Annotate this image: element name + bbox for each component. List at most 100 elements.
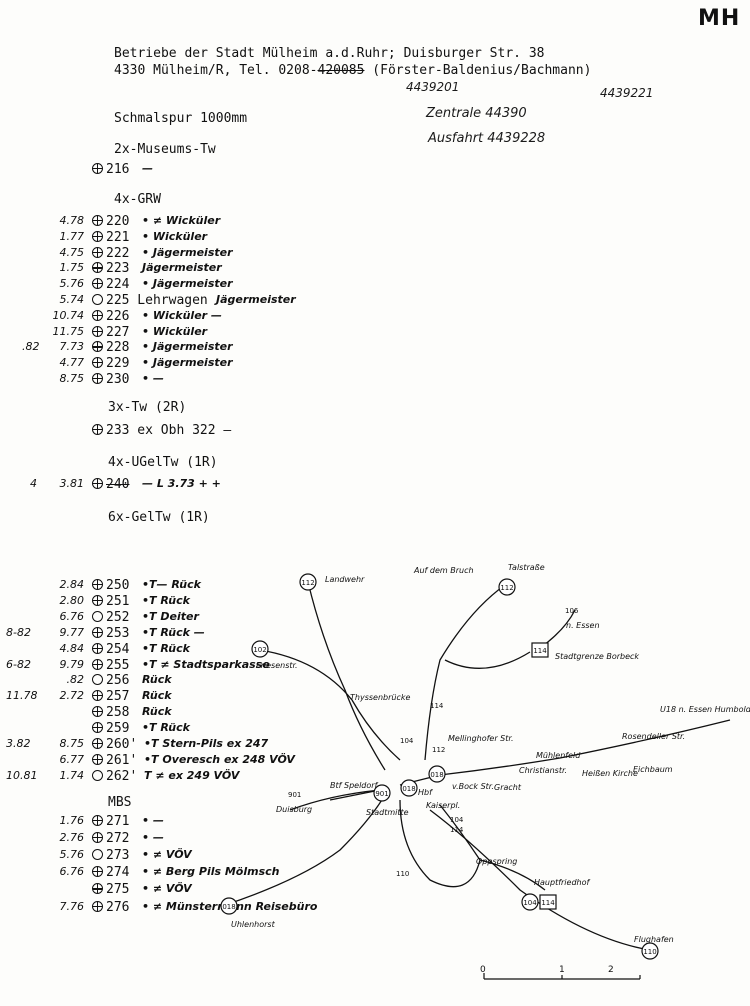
vehicle-number: 254 xyxy=(106,641,130,657)
vehicle-note: • ≠ VÖV xyxy=(142,882,192,896)
vehicle-number: 256 xyxy=(106,673,130,689)
vehicle-number: 253 xyxy=(106,625,130,641)
vehicle-number: 228 xyxy=(106,340,130,356)
vehicle-date: 6.76 xyxy=(59,609,85,623)
header-line-2-post: (Förster-Baldenius/Bachmann) xyxy=(364,63,592,78)
wheel-icon xyxy=(92,341,103,353)
place-hauptfriedhof: Hauptfriedhof xyxy=(534,878,590,887)
map-line-label-114b: 114 xyxy=(450,826,464,834)
vehicle-number: 251 xyxy=(106,593,130,609)
vehicle-number: 240 xyxy=(106,477,130,492)
vehicle-date: 1.77 xyxy=(59,229,85,243)
vehicle-date: 10.74 xyxy=(52,308,85,322)
route-line-flughafen xyxy=(429,809,651,951)
line-number-circle xyxy=(220,897,238,915)
vehicle-date: .82 xyxy=(66,673,85,687)
ausfahrt-note: Ausfahrt 4439228 xyxy=(428,131,546,146)
wheel-icon xyxy=(92,900,103,912)
vehicle-note: •T— Rück xyxy=(142,578,201,591)
map-line-label-106: 106 xyxy=(565,607,579,615)
line-number-label: 112 xyxy=(301,579,314,587)
line-number-label: 018 xyxy=(430,771,443,779)
header-line-2-struck: 420085 xyxy=(317,63,365,78)
wheel-icon xyxy=(92,278,103,290)
vehicle-note: • Jägermeister xyxy=(142,356,233,370)
vehicle-date: 9.79 xyxy=(59,657,85,671)
vehicle-number: 221 xyxy=(106,229,130,245)
vehicle-note: • Jägermeister xyxy=(142,340,233,354)
vehicle-date: 5.76 xyxy=(59,848,85,862)
route-line-talstrasse xyxy=(424,584,506,761)
line-number-label: 018 xyxy=(402,785,415,793)
vehicle-number: 273 xyxy=(106,848,130,864)
route-line-112-north xyxy=(307,581,386,771)
wheel-icon xyxy=(92,309,103,321)
line-number-circle xyxy=(251,640,269,658)
vehicle-number: 262' xyxy=(106,768,138,784)
vehicle-extra-note: 8-82 xyxy=(6,625,31,639)
place-christianstr: Christianstr. xyxy=(519,766,567,775)
vehicle-number: 223 xyxy=(106,261,130,277)
vehicle-number: 257 xyxy=(106,689,130,705)
vehicle-number: 274 xyxy=(106,865,130,881)
circle-icon xyxy=(92,849,103,861)
line-terminal-box xyxy=(531,642,549,658)
line-number-label: 104 xyxy=(523,899,537,907)
vehicle-date: 2.84 xyxy=(59,578,85,591)
vehicle-note: •T ≠ Stadtsparkasse xyxy=(142,657,270,671)
place-flughafen: Flughafen xyxy=(634,935,674,944)
line-number-label: 112 xyxy=(500,584,513,592)
vehicle-date: 5.74 xyxy=(59,293,85,306)
circle-icon xyxy=(92,769,103,781)
wheel-icon xyxy=(92,325,103,337)
route-line-hauptfriedhof xyxy=(479,859,546,891)
vehicle-date: 6.77 xyxy=(59,752,85,766)
vehicle-note: • Jägermeister xyxy=(142,245,233,259)
vehicle-number: 272 xyxy=(106,831,130,847)
place-essen1: n. Essen xyxy=(566,621,600,630)
section-title-museum: 2x-Museums-Tw xyxy=(114,142,216,157)
header-line-1: Betriebe der Stadt Mülheim a.d.Ruhr; Dui… xyxy=(114,46,545,61)
vehicle-date: 5.76 xyxy=(59,277,85,291)
wheel-icon xyxy=(92,626,103,638)
vehicle-note: • Wicküler xyxy=(142,324,208,338)
vehicle-date: 11.75 xyxy=(52,324,85,338)
vehicle-number: 216 xyxy=(106,162,130,177)
place-heissen: Heißen Kirche xyxy=(582,769,638,778)
map-line-label-901: 901 xyxy=(288,791,301,799)
line-number-circle xyxy=(299,573,317,591)
wheel-icon xyxy=(92,658,103,670)
scale-label-1: 1 xyxy=(559,965,565,975)
line-number-circle xyxy=(373,784,391,802)
wheel-icon xyxy=(92,357,103,369)
route-line-speldorf xyxy=(329,789,381,801)
vehicle-note: Rück xyxy=(142,673,172,687)
wheel-icon xyxy=(92,163,103,174)
place-uhlenhorst: Uhlenhorst xyxy=(231,920,276,929)
place-rosendeller: Rosendeller Str. xyxy=(622,732,685,741)
line-number-circle xyxy=(498,578,516,596)
vehicle-date: 6.76 xyxy=(59,865,85,879)
map-line-label-112: 112 xyxy=(432,746,445,754)
vehicle-number: 271 xyxy=(106,814,130,829)
line-number-label: 901 xyxy=(375,790,388,798)
wheel-icon xyxy=(92,373,103,384)
line-terminal-label: 114 xyxy=(541,899,555,907)
vehicle-date: 1.74 xyxy=(59,768,85,782)
line-number-circle xyxy=(400,779,418,797)
vehicle-note: T ≠ ex 249 VÖV xyxy=(144,768,240,782)
vehicle-date: 3.81 xyxy=(59,477,85,490)
wheel-icon xyxy=(92,230,103,242)
route-line-thyssen xyxy=(351,699,401,761)
vehicle-note: Rück xyxy=(142,689,172,703)
vehicle-number: 252 xyxy=(106,609,130,625)
vehicle-extra-note: .82 xyxy=(22,340,40,354)
vehicle-note: •T Rück — xyxy=(142,625,205,639)
header-line-2-pre: 4330 Mülheim/R, Tel. 0208- xyxy=(114,63,318,78)
vehicle-note: • — xyxy=(142,814,164,827)
wheel-icon xyxy=(92,883,103,895)
vehicle-note: Jägermeister xyxy=(142,261,222,275)
vehicle-note: — xyxy=(142,162,153,175)
